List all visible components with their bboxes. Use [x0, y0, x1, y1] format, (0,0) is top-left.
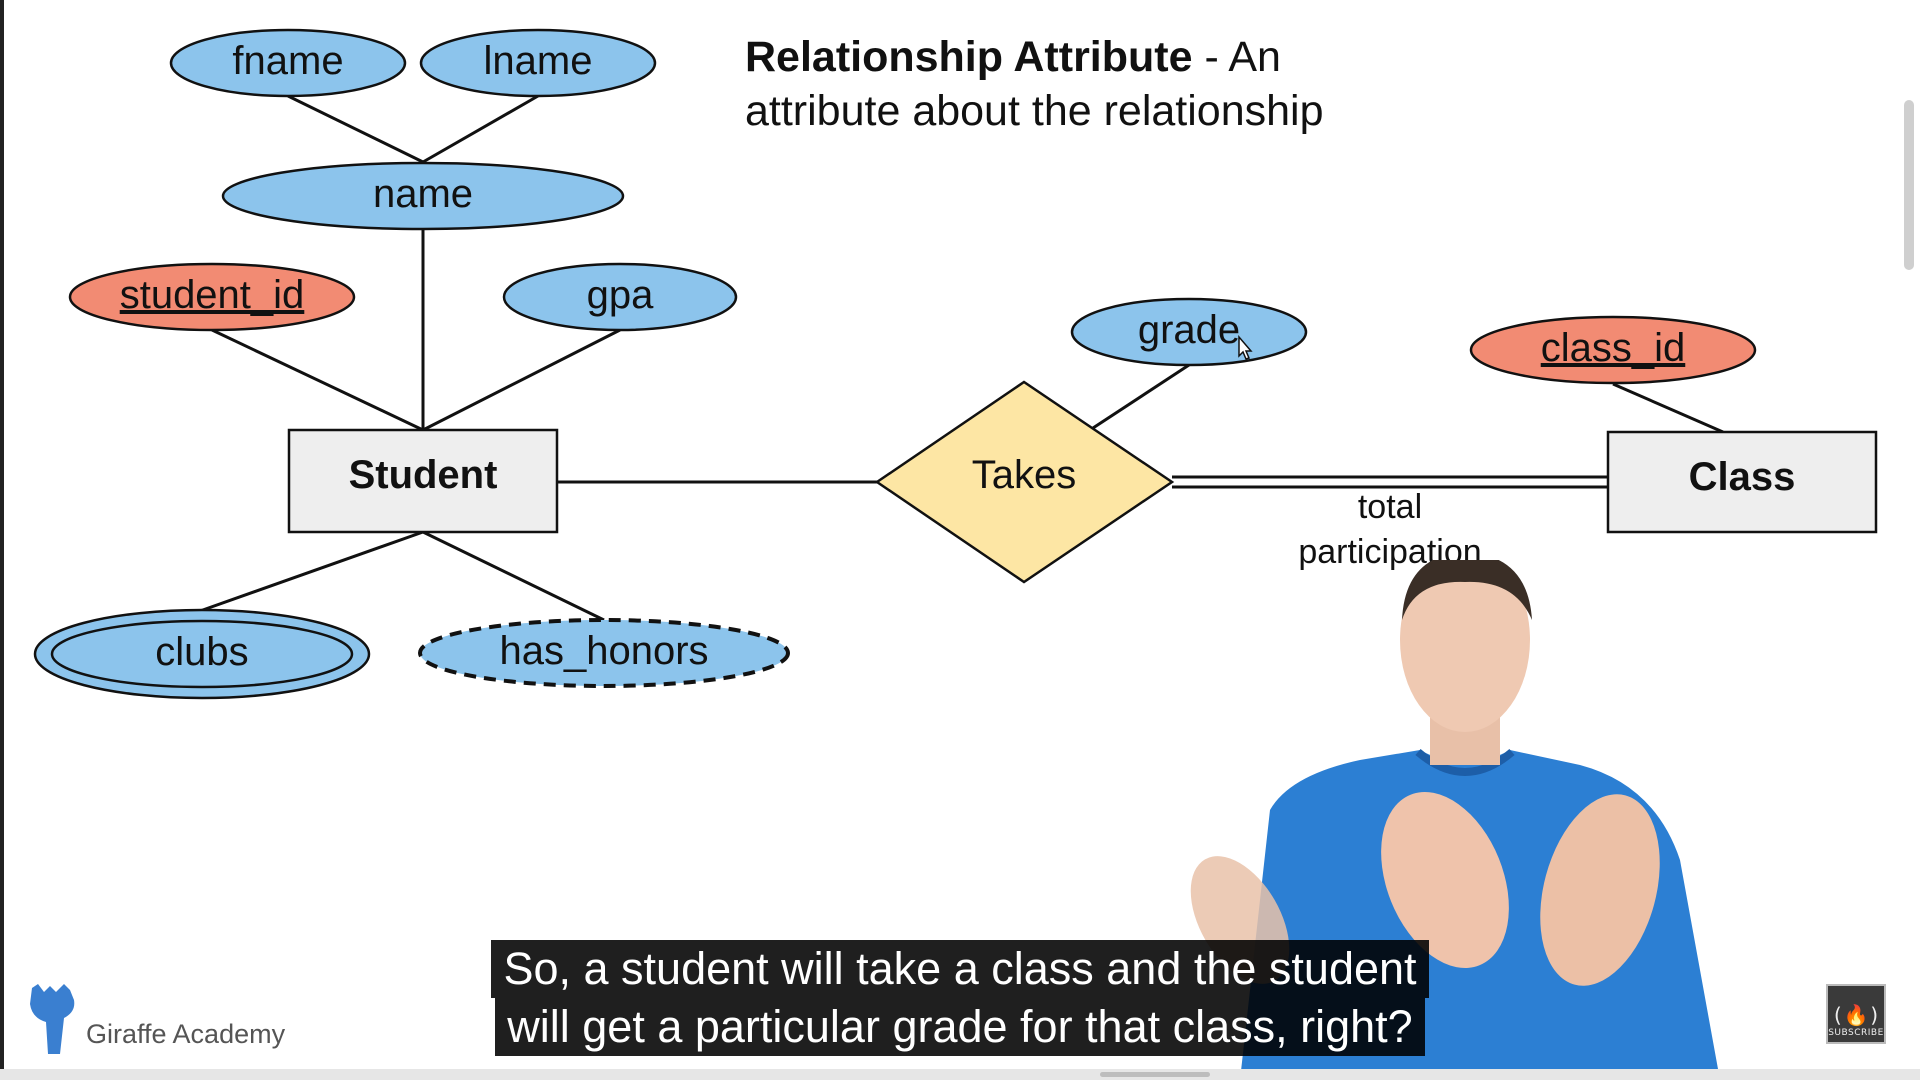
attr-grade-label: grade	[1138, 308, 1240, 352]
presenter-face	[1400, 560, 1530, 732]
entity-class-label: Class	[1689, 455, 1796, 499]
participation-label-line1: total	[1358, 488, 1422, 526]
attr-studentid-ellipse	[68, 262, 356, 332]
attr-lname-label: lname	[484, 39, 593, 83]
line-fname-name	[287, 94, 424, 164]
line-student-honors	[422, 530, 605, 622]
giraffe-academy-logo: Giraffe Academy	[24, 982, 285, 1058]
entity-student-label: Student	[349, 453, 498, 497]
logo-text: Giraffe Academy	[86, 1019, 286, 1049]
attr-classid-label: class_id	[1541, 326, 1686, 370]
line-studentid-student	[211, 328, 424, 432]
slide-scrollbar[interactable]	[1904, 100, 1914, 270]
attr-studentid-label: student_id	[120, 273, 305, 317]
line-gpa-student	[422, 328, 621, 432]
presenter-collar	[1415, 748, 1515, 776]
attr-clubs-label: clubs	[155, 630, 248, 674]
subtitle-captions: So, a student will take a class and the …	[454, 940, 1466, 1056]
attr-clubs-outer-ellipse	[33, 608, 371, 700]
presenter-right-hand	[1540, 794, 1660, 986]
line-takes-grade	[1092, 363, 1190, 430]
attr-honors-ellipse	[418, 618, 790, 688]
left-edge-border	[0, 0, 4, 1080]
slide-title: Relationship Attribute - An attribute ab…	[745, 30, 1445, 138]
video-progress-bar[interactable]	[0, 1069, 1920, 1080]
attr-clubs-inner-ellipse	[50, 619, 354, 689]
slide-title-rest: - An attribute about the relationship	[745, 33, 1324, 135]
freecodecamp-flame-icon: (🔥)	[1831, 1003, 1881, 1027]
entity-student-box	[287, 428, 559, 534]
presenter-left-hand	[1381, 791, 1509, 969]
attr-classid-ellipse	[1469, 315, 1757, 385]
attr-lname-ellipse	[419, 28, 657, 98]
giraffe-icon	[30, 984, 75, 1054]
attr-name-label: name	[373, 172, 473, 216]
attr-gpa-label: gpa	[587, 273, 654, 317]
progress-scrub-indicator[interactable]	[1100, 1072, 1210, 1077]
attr-gpa-ellipse	[502, 262, 738, 332]
relationship-takes-diamond	[874, 380, 1175, 584]
line-lname-name	[422, 94, 539, 164]
presenter-hair	[1402, 560, 1532, 620]
line-student-clubs	[199, 530, 424, 613]
caption-line-2: will get a particular grade for that cla…	[495, 998, 1425, 1056]
connector-lines	[199, 94, 1724, 622]
caption-line-1: So, a student will take a class and the …	[491, 940, 1429, 998]
mouse-pointer-icon	[1238, 334, 1253, 360]
entity-class-box	[1606, 430, 1878, 534]
attr-fname-label: fname	[232, 39, 343, 83]
relationship-takes-label: Takes	[972, 453, 1077, 497]
subscribe-label: SUBSCRIBE	[1828, 1028, 1884, 1038]
attr-honors-label: has_honors	[499, 629, 708, 673]
subscribe-badge[interactable]: (🔥) SUBSCRIBE	[1826, 984, 1886, 1044]
attr-name-ellipse	[221, 161, 625, 231]
slide-title-bold: Relationship Attribute	[745, 33, 1193, 81]
attr-fname-ellipse	[169, 28, 407, 98]
line-classid-class	[1612, 382, 1724, 434]
